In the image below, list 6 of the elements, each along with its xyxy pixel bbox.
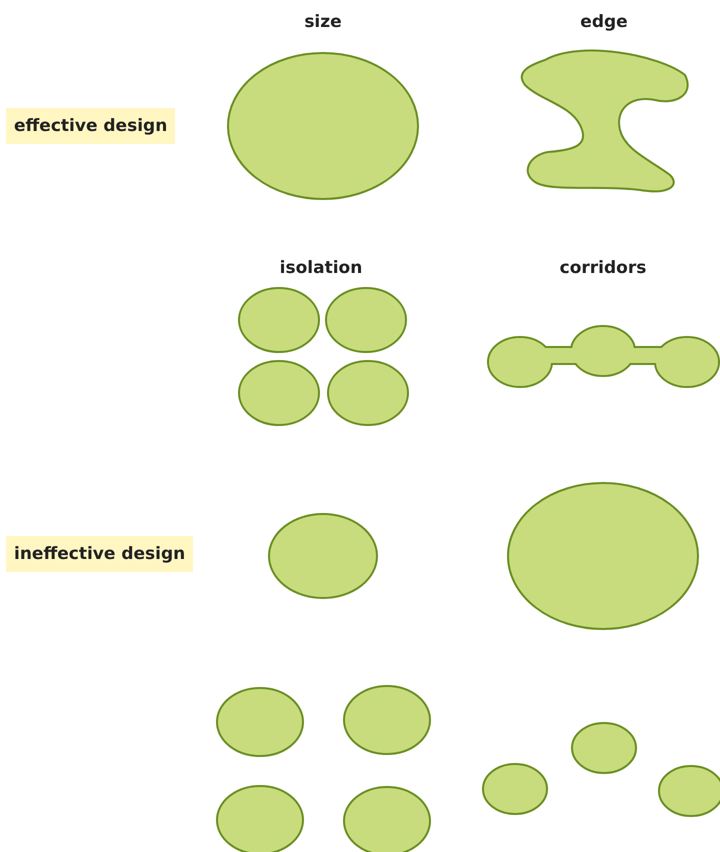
row-heading: effective design — [6, 108, 176, 144]
column-heading: corridors — [560, 258, 646, 278]
column-heading: edge — [580, 12, 628, 32]
column-heading: isolation — [280, 258, 362, 278]
column-heading: size — [304, 12, 342, 32]
row-heading: ineffective design — [6, 536, 194, 572]
